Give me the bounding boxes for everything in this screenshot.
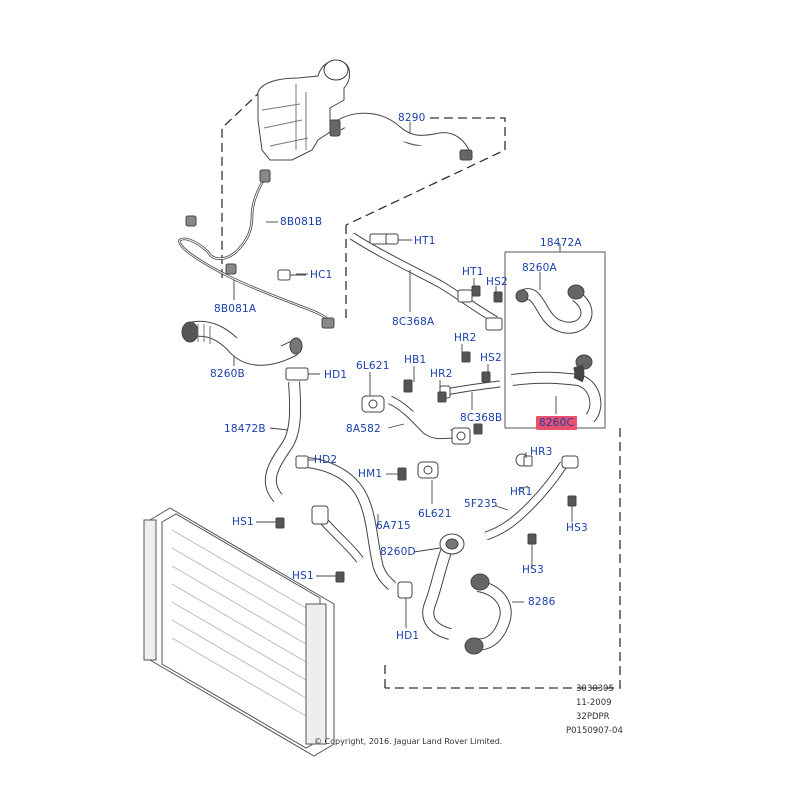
hose-8286 xyxy=(464,573,512,655)
connector-HD1-bottom xyxy=(397,581,413,599)
connector-HT1-top xyxy=(385,233,412,245)
label-8290: 8290 xyxy=(398,112,426,124)
hose-18472B xyxy=(264,381,302,502)
label-5F235: 5F235 xyxy=(464,498,498,510)
label-8260B: 8260B xyxy=(210,368,245,380)
pipe-8C368A xyxy=(349,232,503,331)
label-HD2: HD2 xyxy=(314,454,338,466)
hose-6A715 xyxy=(295,455,396,590)
clip-HS1-top xyxy=(275,517,285,529)
label-HB1: HB1 xyxy=(404,354,427,366)
ref-date: 11-2009 xyxy=(576,698,612,708)
label-6L621-top: 6L621 xyxy=(356,360,390,372)
label-18472A: 18472A xyxy=(540,237,582,249)
label-HD1-top: HD1 xyxy=(324,369,348,381)
ref-part: P0150907-04 xyxy=(566,726,623,736)
hose-8260C xyxy=(511,354,602,423)
dashed-boundary xyxy=(221,89,621,689)
hose-8260B xyxy=(181,320,303,366)
label-HR1: HR1 xyxy=(510,486,533,498)
label-8286: 8286 xyxy=(528,596,556,608)
coolant-reservoir xyxy=(257,59,351,161)
fittings-small xyxy=(437,285,533,467)
radiator xyxy=(143,507,335,757)
label-HS3-top: HS3 xyxy=(566,522,588,534)
gasket-6L621-bottom xyxy=(417,461,439,479)
label-HS1-bottom: HS1 xyxy=(292,570,314,582)
label-HT1-mid: HT1 xyxy=(462,266,484,278)
label-8A582: 8A582 xyxy=(346,423,381,435)
hose-8290 xyxy=(329,112,473,161)
clip-HS3-bottom xyxy=(527,533,537,545)
label-8B081B: 8B081B xyxy=(280,216,323,228)
label-HS2-top: HS2 xyxy=(486,276,508,288)
hose-8260A xyxy=(515,284,593,334)
label-6A715: 6A715 xyxy=(376,520,411,532)
label-HR3: HR3 xyxy=(530,446,553,458)
label-HT1-top: HT1 xyxy=(414,235,436,247)
label-HS2-mid: HS2 xyxy=(480,352,502,364)
clip-HS3-top xyxy=(567,495,577,507)
label-8260A: 8260A xyxy=(522,262,557,274)
ref-code: 3030305 xyxy=(576,684,614,694)
label-HR2-top: HR2 xyxy=(454,332,477,344)
harness-8B081 xyxy=(178,169,335,329)
clip-HS1-bottom xyxy=(335,571,345,583)
label-HR2-mid: HR2 xyxy=(430,368,453,380)
clip-HM1 xyxy=(397,467,407,481)
label-8C368B: 8C368B xyxy=(460,412,503,424)
label-8C368A: 8C368A xyxy=(392,316,435,328)
label-HS3-bottom: HS3 xyxy=(522,564,544,576)
label-18472B: 18472B xyxy=(224,423,266,435)
label-8260D: 8260D xyxy=(380,546,416,558)
ref-id: 32PDPR xyxy=(576,712,610,722)
copyright-notice: © Copyright, 2016. Jaguar Land Rover Lim… xyxy=(314,737,503,746)
label-6L621-bottom: 6L621 xyxy=(418,508,452,520)
leader-lines xyxy=(233,122,573,628)
hose-8260D xyxy=(422,533,465,640)
label-HS1-top: HS1 xyxy=(232,516,254,528)
label-HM1: HM1 xyxy=(358,468,383,480)
label-HD1-bottom: HD1 xyxy=(396,630,420,642)
label-8B081A: 8B081A xyxy=(214,303,257,315)
housing-8A582 xyxy=(361,395,471,445)
bolt-HB1 xyxy=(403,379,413,393)
clip-HC1 xyxy=(277,269,306,281)
hose-5F235 xyxy=(484,453,579,541)
pipe-radiator-top xyxy=(311,505,364,563)
label-HC1: HC1 xyxy=(310,269,333,281)
pipe-8C368B xyxy=(439,380,501,399)
label-8260C: 8260C xyxy=(536,416,578,430)
